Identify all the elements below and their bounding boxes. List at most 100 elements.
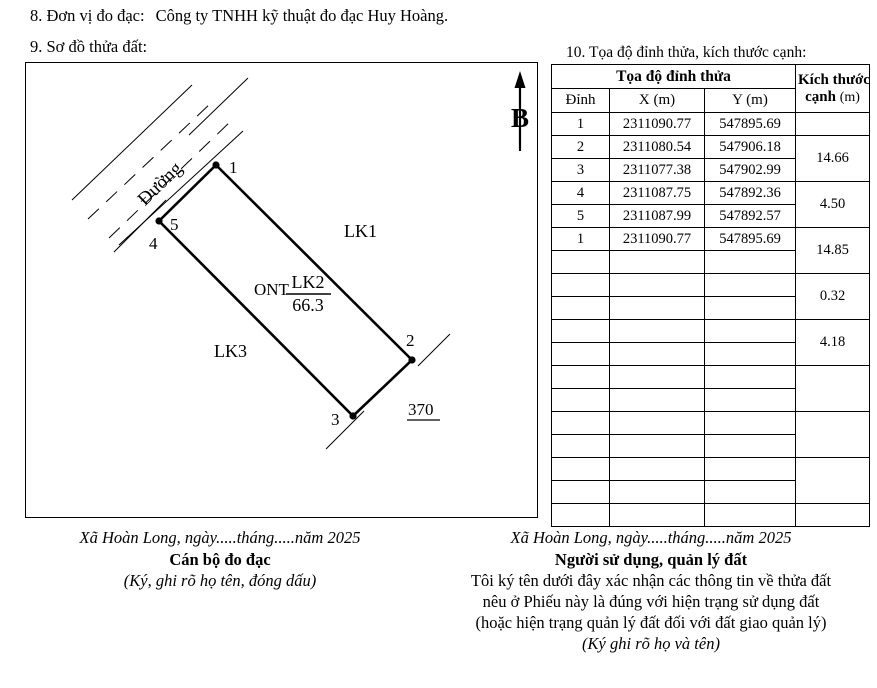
- road-dash-upper: [87, 102, 212, 220]
- cell-x: [609, 365, 705, 389]
- cell-x: 2311080.54: [609, 135, 705, 159]
- header-side-length-bold: Kích thước: [798, 72, 870, 89]
- cell-dinh: 2: [551, 135, 610, 159]
- parcel-diagram-box: Đường 1 2 3 4 5 ONT LK2: [25, 62, 538, 518]
- table-row: [551, 365, 871, 412]
- landuser-signature-note: (Ký ghi rõ họ và tên): [582, 634, 720, 654]
- cell-dinh: [551, 434, 610, 458]
- cell-y: 547892.36: [703, 181, 797, 205]
- land-use-code-label: ONT: [254, 280, 290, 299]
- cell-dinh: 5: [551, 204, 610, 228]
- north-arrow-icon: B: [511, 71, 529, 151]
- road-dash-lower: [108, 120, 232, 239]
- cell-x: 2311077.38: [609, 158, 705, 182]
- cell-side-length: 14.85: [795, 227, 871, 274]
- road-edge-upper: [71, 84, 193, 201]
- cell-side-length: [795, 503, 871, 527]
- cell-side-length: [795, 411, 871, 458]
- landuser-declaration-line-1: Tôi ký tên dưới đây xác nhận các thông t…: [470, 571, 832, 591]
- cell-y: [703, 319, 797, 343]
- boundary-line-at-vertex-1: [188, 77, 249, 136]
- parcel-diagram-heading: 9. Sơ đồ thửa đất:: [30, 37, 148, 56]
- cell-y: [703, 503, 797, 527]
- table-row: [551, 411, 871, 458]
- surveyor-signature-block: Xã Hoàn Long, ngày.....tháng.....năm 202…: [14, 528, 426, 592]
- survey-unit-label: 8. Đơn vị đo đạc:: [30, 6, 145, 25]
- cell-y: [703, 411, 797, 435]
- parcel-diagram-svg: Đường 1 2 3 4 5 ONT LK2: [71, 71, 529, 450]
- cell-side-length: 0.32: [795, 273, 871, 320]
- vertex-label-5: 5: [170, 215, 179, 234]
- cell-dinh: [551, 365, 610, 389]
- coordinates-heading: 10. Tọa độ đỉnh thửa, kích thước cạnh:: [566, 44, 807, 61]
- table-row: 4.18: [551, 319, 871, 366]
- cell-side-length: [795, 365, 871, 412]
- cell-side-length: 4.18: [795, 319, 871, 366]
- boundary-line-at-vertex-2: [417, 333, 451, 367]
- header-coordinates-group: Tọa độ đỉnh thửa: [550, 64, 797, 89]
- cell-x: [609, 273, 705, 297]
- parcel-vertex-dots: [155, 161, 416, 420]
- coordinates-table-head: Tọa độ đỉnh thửa Kích thước cạnh (m) Đỉn…: [550, 64, 871, 113]
- parcel-area-label: 66.3: [292, 295, 324, 315]
- cell-y: 547892.57: [703, 204, 797, 228]
- cell-dinh: [551, 296, 610, 320]
- landuser-declaration-line-2: nêu ở Phiếu này là đúng với hiện trạng s…: [482, 592, 820, 612]
- table-header-row-1: Tọa độ đỉnh thửa Kích thước cạnh (m): [550, 64, 871, 113]
- cell-dinh: [551, 457, 610, 481]
- cell-y: [703, 388, 797, 412]
- cell-y: 547906.18: [703, 135, 797, 159]
- road-centerlines-group: [87, 102, 232, 239]
- vertex-dot-5: [155, 217, 163, 225]
- cell-y: [703, 457, 797, 481]
- header-side-length-bold2: cạnh: [805, 88, 836, 105]
- cell-dinh: [551, 319, 610, 343]
- header-side-length: Kích thước cạnh (m): [795, 64, 871, 113]
- cell-x: [609, 250, 705, 274]
- cell-x: 2311087.75: [609, 181, 705, 205]
- cell-x: [609, 480, 705, 504]
- cell-x: 2311087.99: [609, 204, 705, 228]
- landuser-signature-block: Xã Hoàn Long, ngày.....tháng.....năm 202…: [432, 528, 870, 655]
- north-letter-label: B: [511, 103, 529, 133]
- surveyor-signature-note: (Ký, ghi rõ họ tên, đóng dấu): [123, 571, 317, 591]
- cell-dinh: [551, 388, 610, 412]
- vertex-label-3: 3: [331, 410, 340, 429]
- cell-y: 547895.69: [703, 227, 797, 251]
- cell-dinh: [551, 503, 610, 527]
- header-side-length-unit: (m): [839, 89, 860, 105]
- survey-unit-line: 8. Đơn vị đo đạc: Công ty TNHH kỹ thuật đ…: [30, 6, 449, 25]
- cell-dinh: [551, 480, 610, 504]
- cell-x: [609, 503, 705, 527]
- cell-side-length: 4.50: [795, 181, 871, 228]
- boundary-line-at-vertex-4: [113, 199, 167, 253]
- vertex-label-4: 4: [149, 234, 158, 253]
- table-row: 0.32: [551, 273, 871, 320]
- header-y: Y (m): [703, 88, 797, 113]
- cell-dinh: 1: [551, 112, 610, 136]
- cell-x: [609, 457, 705, 481]
- cell-y: [703, 273, 797, 297]
- survey-unit-value: Công ty TNHH kỹ thuật đo đạc Huy Hoàng.: [155, 6, 449, 25]
- header-vertex: Đỉnh: [551, 88, 610, 113]
- coordinates-table: Tọa độ đỉnh thửa Kích thước cạnh (m) Đỉn…: [550, 64, 871, 527]
- cell-dinh: [551, 411, 610, 435]
- table-header-row-2: Đỉnh X (m) Y (m): [551, 88, 870, 113]
- cell-side-length: [795, 457, 871, 504]
- cell-y: [703, 480, 797, 504]
- landuser-declaration-line-3: (hoặc hiện trạng quản lý đất đối với đất…: [475, 613, 827, 633]
- header-x: X (m): [609, 88, 705, 113]
- vertex-label-2: 2: [406, 331, 415, 350]
- table-row: [551, 434, 870, 458]
- cell-x: 2311090.77: [609, 227, 705, 251]
- cell-y: [703, 250, 797, 274]
- cell-x: [609, 319, 705, 343]
- vertex-dot-3: [349, 412, 357, 420]
- cell-y: [703, 365, 797, 389]
- cell-dinh: [551, 273, 610, 297]
- table-row: [551, 503, 871, 527]
- surveyor-role-title: Cán bộ đo đạc: [169, 549, 271, 569]
